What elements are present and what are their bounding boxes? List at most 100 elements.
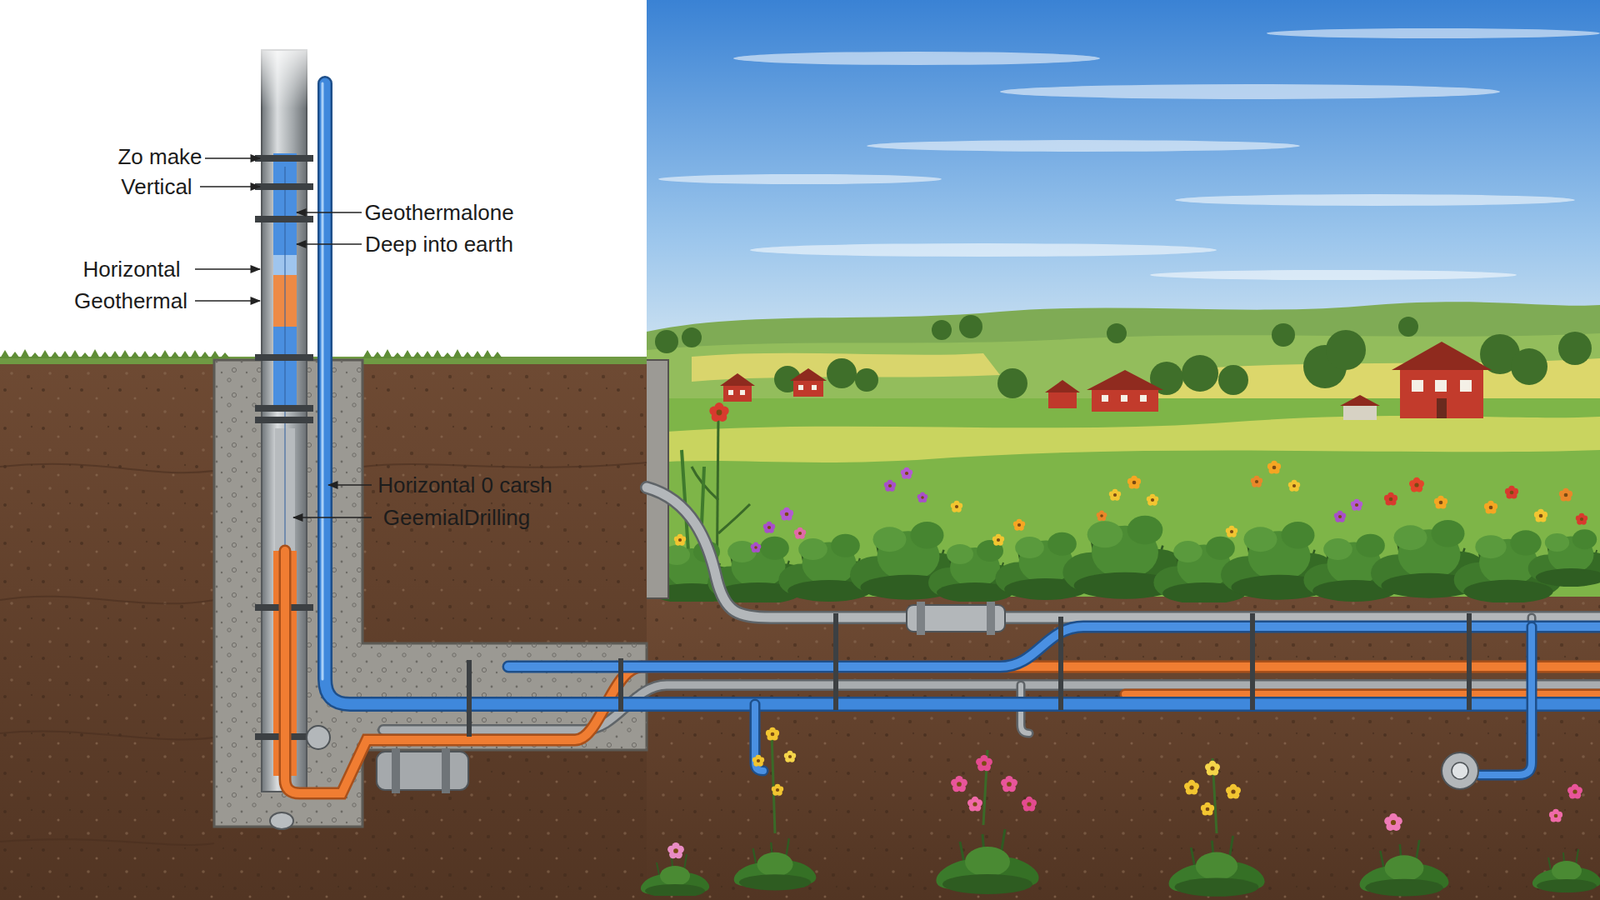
buried-flowers <box>1356 840 1453 897</box>
pipe-clamp <box>255 215 314 223</box>
farmhouse <box>1045 380 1080 393</box>
orange-pipe <box>285 550 1600 794</box>
leader-line <box>200 185 260 188</box>
callout-label: Zo make <box>117 145 202 170</box>
farmhouse <box>1436 398 1447 419</box>
garden-plants <box>1528 529 1600 587</box>
pipe-fitting <box>376 751 469 790</box>
garden-plants <box>709 402 729 422</box>
buried-flowers <box>771 784 784 796</box>
farmhouse <box>1140 395 1147 402</box>
buried-flowers <box>1021 796 1037 812</box>
pipe-clip <box>466 660 472 737</box>
tree-line <box>1181 355 1219 392</box>
buried-flowers <box>771 733 1217 834</box>
farmhouse <box>811 385 817 390</box>
garden-plants <box>1250 475 1263 488</box>
garden-soil <box>646 596 1600 900</box>
well-casing <box>270 812 294 830</box>
garden-plants <box>992 534 1005 546</box>
garden-plants <box>1350 499 1363 511</box>
buried-flowers <box>932 829 1044 895</box>
farmhouse <box>1411 380 1424 392</box>
blue-pipe <box>755 626 1532 775</box>
callout-label: Geothermal <box>74 289 188 314</box>
garden-plants <box>1096 510 1108 521</box>
grass-edge <box>0 349 230 359</box>
pipe-clamp <box>255 405 314 412</box>
garden-plants <box>917 492 929 503</box>
farmhouse <box>798 385 804 390</box>
garden-plants <box>1505 485 1519 500</box>
garden-plants <box>1409 477 1425 493</box>
callout-label: Geothermalone <box>364 200 514 225</box>
garden-plants <box>1127 475 1141 490</box>
buried-flowers <box>765 727 780 741</box>
tree-line <box>826 358 857 389</box>
buried-flowers <box>730 838 820 891</box>
yellow-field <box>646 415 1600 464</box>
buried-flowers <box>1225 784 1241 800</box>
cloud-streaks <box>733 51 1100 65</box>
blue-pipe <box>321 83 325 680</box>
grass-edge <box>362 349 503 359</box>
blue-pipe <box>755 626 1532 775</box>
farmhouse <box>1460 380 1472 392</box>
buried-flowers <box>667 842 685 859</box>
grey-pipe <box>1020 617 1532 734</box>
grey-pipe <box>646 487 1600 618</box>
tree-line <box>1510 348 1548 385</box>
farmhouse <box>1340 395 1380 406</box>
tree-line <box>1325 330 1366 370</box>
blue-pipe <box>325 83 1600 705</box>
blue-pipe <box>325 83 1600 705</box>
leader-line <box>296 243 362 245</box>
buried-flowers <box>1567 784 1583 800</box>
buried-flowers <box>975 755 993 771</box>
buried-flowers <box>638 727 1600 899</box>
farmhouse <box>1120 395 1128 402</box>
garden-plants <box>1225 525 1238 538</box>
garden-plants <box>780 507 794 521</box>
leader-line <box>205 157 260 160</box>
buried-flowers <box>1549 809 1563 823</box>
farmhouse <box>720 373 755 386</box>
tree-line <box>1218 365 1249 395</box>
buried-flowers <box>950 775 968 792</box>
garden-plants <box>750 542 762 553</box>
cloud-streaks <box>1150 270 1517 280</box>
cloud-streaks <box>1175 194 1575 206</box>
cloud-streaks <box>866 140 1300 152</box>
callout-label: Horizontal 0 carsh <box>377 473 553 498</box>
farmhouse <box>740 390 745 395</box>
garden-plants <box>900 467 913 480</box>
farmhouse <box>1400 366 1484 419</box>
garden-plants <box>1434 495 1448 510</box>
orange-pipe <box>285 550 1600 794</box>
tree-line <box>655 330 679 354</box>
pipe-fitting <box>1441 752 1479 790</box>
pipe-clip <box>1466 613 1472 710</box>
pipe-fitting <box>391 748 400 794</box>
pipe-fitting <box>441 748 450 794</box>
pipe-clip <box>1250 613 1255 710</box>
farmhouse <box>1435 380 1447 392</box>
buried-flowers <box>752 755 765 767</box>
tree-line <box>1106 323 1127 344</box>
buried-flowers <box>638 854 712 898</box>
garden-plants <box>1288 480 1300 492</box>
garden-soil <box>646 596 1600 900</box>
pipe-fitting <box>306 601 1479 794</box>
blue-pipe <box>508 626 1600 667</box>
tree-line <box>931 320 952 340</box>
leader-line <box>195 300 260 302</box>
pipe-clamp <box>255 416 314 424</box>
pipe-clip <box>466 613 1472 737</box>
garden-plants <box>1384 492 1398 506</box>
farmhouse <box>1343 405 1377 420</box>
blue-pipe <box>322 83 1600 775</box>
cloud-streaks <box>658 28 1600 280</box>
pipe-clip <box>618 658 624 712</box>
grey-pipe <box>646 487 1600 618</box>
